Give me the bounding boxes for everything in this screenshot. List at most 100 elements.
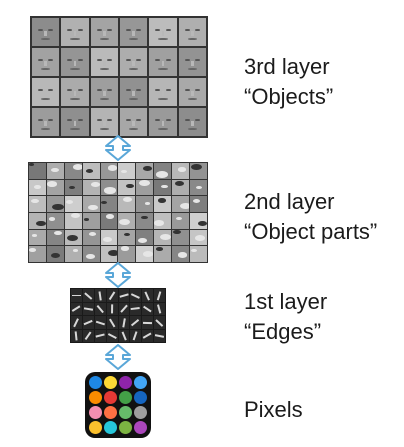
face-filter [120,18,147,46]
part-filter [29,196,46,212]
layer3-feature-grid [30,16,208,138]
part-filter [47,180,64,196]
part-filter [154,213,171,229]
edge-filter [154,289,165,302]
part-filter [118,163,135,179]
edge-filter [83,316,94,329]
edge-filter [154,316,165,329]
part-filter [172,163,189,179]
edge-filter [142,303,153,316]
pixels-label: Pixels [244,395,303,425]
part-filter [83,180,100,196]
part-filter [190,180,207,196]
face-filter [149,78,176,106]
part-filter [47,246,64,262]
face-filter [120,48,147,76]
part-filter [29,180,46,196]
edge-filter [130,303,141,316]
pixel-dot [104,391,117,404]
pixel-dot [119,376,132,389]
part-filter [47,230,64,246]
edge-filter [119,303,130,316]
part-filter [154,163,171,179]
part-filter [83,246,100,262]
part-filter [83,213,100,229]
layer2-name: 2nd layer [244,187,377,217]
pixels-grid [85,372,151,438]
part-filter [65,180,82,196]
part-filter [83,196,100,212]
double-arrow-icon [103,344,133,370]
part-filter [190,246,207,262]
face-filter [32,78,59,106]
part-filter [172,246,189,262]
edge-filter [107,289,118,302]
double-arrow-icon [103,262,133,288]
face-filter [179,48,206,76]
face-filter [32,108,59,136]
pixel-dot [89,421,102,434]
edge-filter [119,330,130,343]
part-filter [118,180,135,196]
edge-filter [130,316,141,329]
layer1-feature-grid [70,288,166,343]
layer3-name: 3rd layer [244,52,333,82]
pixel-dot [119,391,132,404]
part-filter [101,230,118,246]
part-filter [118,196,135,212]
pixel-dot [119,406,132,419]
edge-filter [142,330,153,343]
edge-filter [71,303,82,316]
edge-filter [142,316,153,329]
pixel-dot [89,391,102,404]
part-filter [190,230,207,246]
part-filter [136,213,153,229]
part-filter [154,246,171,262]
face-filter [179,78,206,106]
edge-filter [154,330,165,343]
part-filter [154,196,171,212]
part-filter [29,163,46,179]
layer2-desc: “Object parts” [244,217,377,247]
part-filter [190,213,207,229]
face-filter [179,18,206,46]
part-filter [83,230,100,246]
pixel-dot [89,406,102,419]
part-filter [29,246,46,262]
edge-filter [107,316,118,329]
edge-filter [130,289,141,302]
pixel-dot [104,421,117,434]
face-filter [149,48,176,76]
layer2-feature-grid [28,162,208,263]
edge-filter [71,330,82,343]
part-filter [136,163,153,179]
part-filter [47,163,64,179]
layer2-label: 2nd layer “Object parts” [244,187,377,247]
part-filter [47,213,64,229]
part-filter [190,163,207,179]
part-filter [172,180,189,196]
edge-filter [95,316,106,329]
pixel-dot [134,391,147,404]
edge-filter [154,303,165,316]
edge-filter [95,303,106,316]
face-filter [149,108,176,136]
part-filter [136,230,153,246]
edge-filter [83,289,94,302]
pixel-dot [134,406,147,419]
part-filter [101,163,118,179]
layer3-label: 3rd layer “Objects” [244,52,333,112]
part-filter [190,196,207,212]
part-filter [65,196,82,212]
edge-filter [119,289,130,302]
face-filter [179,108,206,136]
edge-filter [107,303,118,316]
face-filter [91,108,118,136]
part-filter [118,230,135,246]
face-filter [61,108,88,136]
pixel-dot [104,406,117,419]
face-filter [120,78,147,106]
pixels-name: Pixels [244,395,303,425]
face-filter [91,78,118,106]
part-filter [172,196,189,212]
